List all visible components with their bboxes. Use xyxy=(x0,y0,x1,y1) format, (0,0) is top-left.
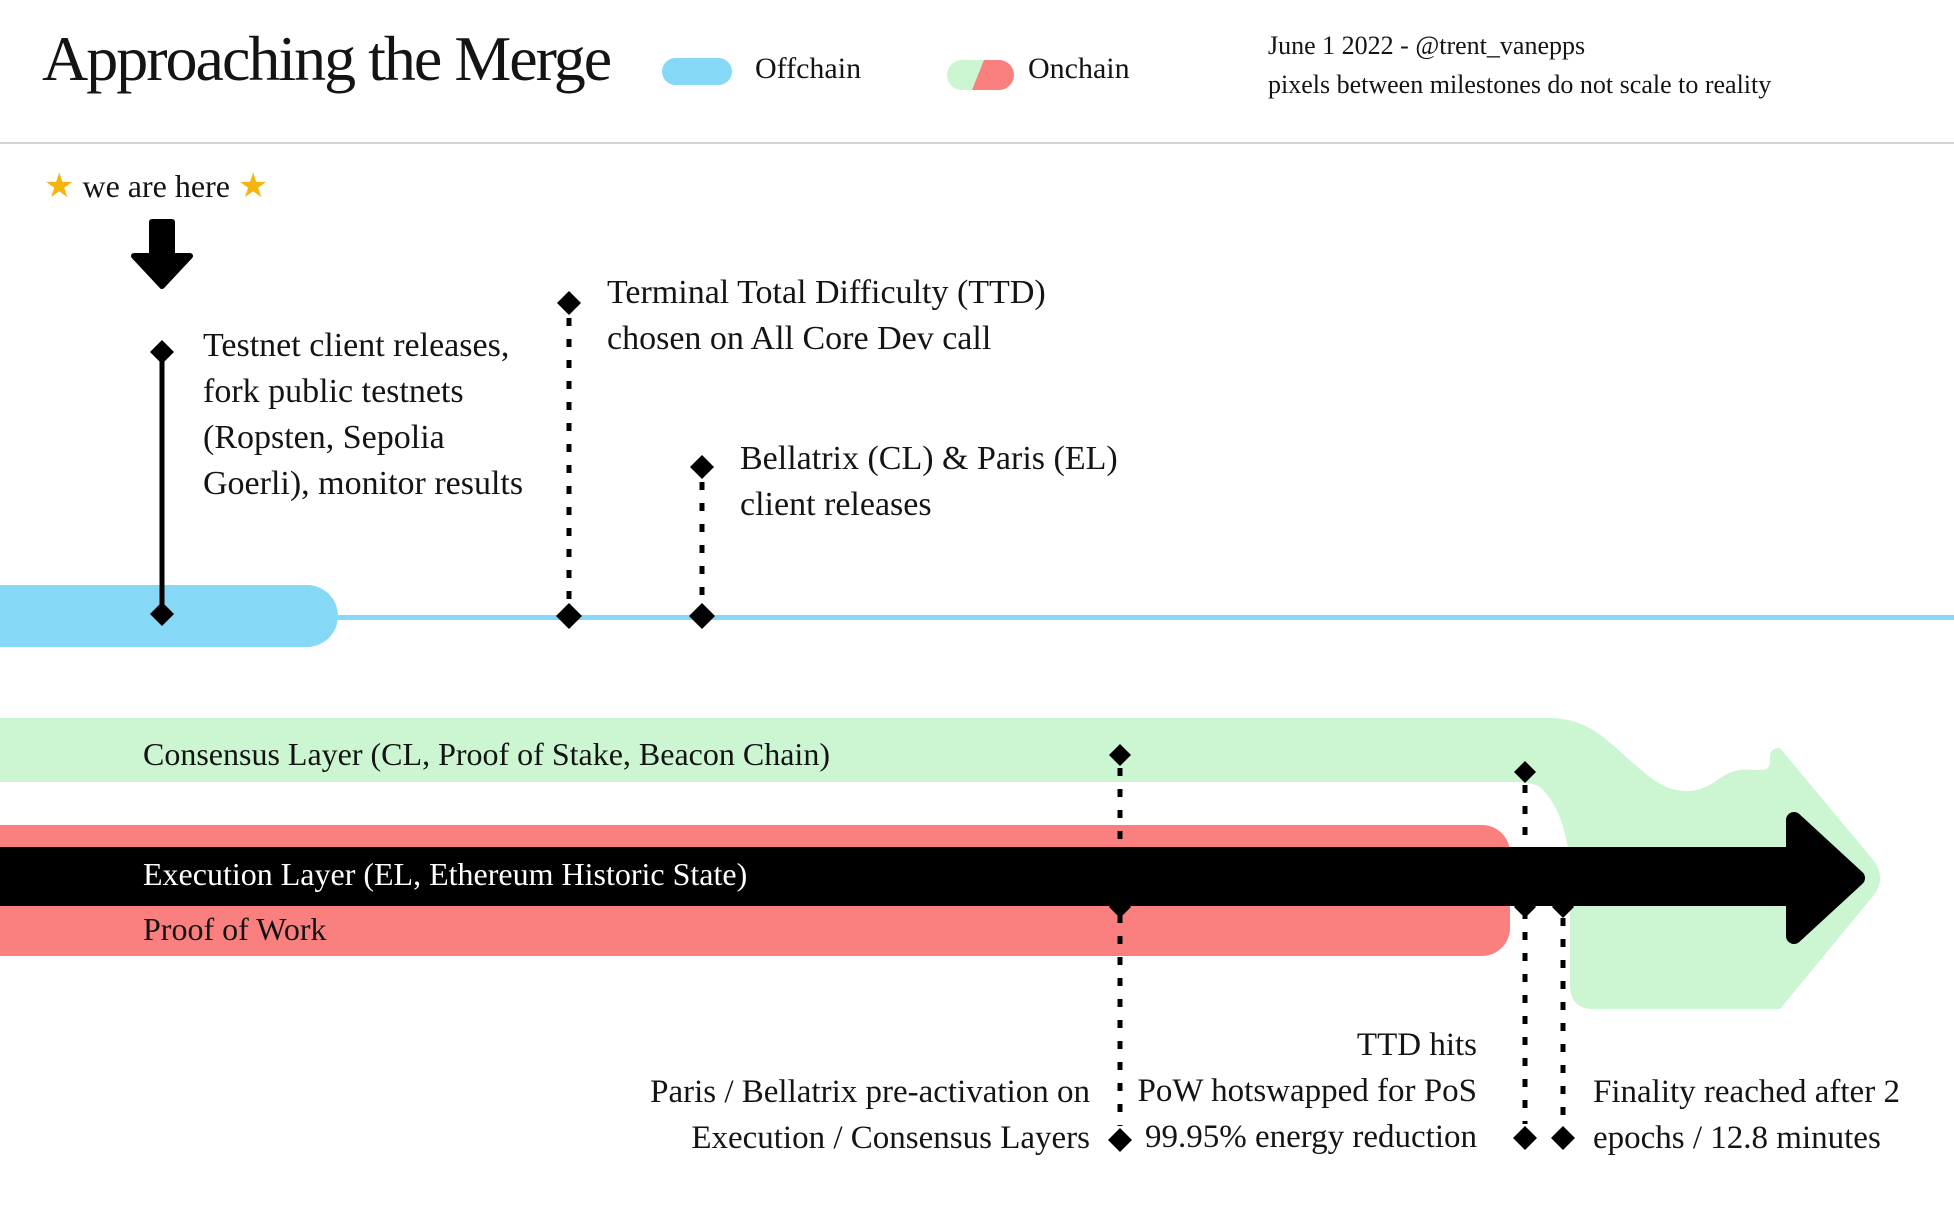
milestone-preactivation-label: Paris / Bellatrix pre-activation on Exec… xyxy=(440,1069,1090,1161)
milestone-clients-line1: Bellatrix (CL) & Paris (EL) xyxy=(740,440,1118,477)
milestone-ttd-chosen-diamond-top xyxy=(557,291,581,315)
star-icon: ★ xyxy=(237,168,269,205)
milestone-testnets-diamond-top xyxy=(150,340,174,364)
milestone-ttd-hits-label: TTD hits PoW hotswapped for PoS 99.95% e… xyxy=(877,1022,1477,1160)
we-are-here-label: ★ we are here ★ xyxy=(44,166,268,206)
milestone-testnets-label: Testnet client releases, fork public tes… xyxy=(203,323,523,507)
milestone-clients-diamond-top xyxy=(690,455,714,479)
milestone-testnets-diamond-bottom xyxy=(150,602,174,626)
milestone-finality-diamond-label xyxy=(1551,1126,1575,1150)
execution-band xyxy=(0,847,1794,906)
milestone-ttd-hits-line2: PoW hotswapped for PoS xyxy=(1137,1073,1477,1109)
milestone-preactivation-line1: Paris / Bellatrix pre-activation on xyxy=(650,1074,1090,1110)
milestone-ttd-hits-diamond-label xyxy=(1513,1126,1537,1150)
milestone-clients-label: Bellatrix (CL) & Paris (EL) client relea… xyxy=(740,436,1118,528)
milestone-preactivation-line2: Execution / Consensus Layers xyxy=(691,1120,1090,1156)
milestone-ttd-chosen-label: Terminal Total Difficulty (TTD) chosen o… xyxy=(607,270,1046,362)
byline: June 1 2022 - @trent_vanepps pixels betw… xyxy=(1268,26,1771,104)
milestone-testnets-line4: Goerli), monitor results xyxy=(203,465,524,502)
milestone-finality-diamond-notch xyxy=(1552,896,1574,918)
milestone-finality-line2: epochs / 12.8 minutes xyxy=(1593,1120,1881,1156)
legend-onchain-label: Onchain xyxy=(1028,52,1130,85)
milestone-testnets-line1: Testnet client releases, xyxy=(203,327,510,364)
we-are-here-text: we are here xyxy=(82,168,230,204)
milestone-preactivation-diamond-notch xyxy=(1109,896,1131,918)
header-divider xyxy=(0,142,1954,144)
execution-arrowhead xyxy=(1786,812,1865,944)
milestone-preactivation-diamond-green xyxy=(1109,744,1131,766)
milestone-clients-line2: client releases xyxy=(740,486,932,523)
pow-band-label: Proof of Work xyxy=(143,911,327,947)
milestone-finality-line1: Finality reached after 2 xyxy=(1593,1074,1900,1110)
star-icon: ★ xyxy=(44,168,75,205)
offchain-track-line xyxy=(338,615,1954,620)
execution-band-label: Execution Layer (EL, Ethereum Historic S… xyxy=(143,856,748,892)
milestone-ttd-chosen-diamond-bottom xyxy=(556,603,582,629)
milestone-ttd-chosen-line2: chosen on All Core Dev call xyxy=(607,320,992,357)
legend-onchain-pill xyxy=(947,60,1014,90)
page-title: Approaching the Merge xyxy=(42,23,612,94)
byline-disclaimer: pixels between milestones do not scale t… xyxy=(1268,70,1772,99)
milestone-clients-diamond-bottom xyxy=(689,603,715,629)
milestone-ttd-hits-line1: TTD hits xyxy=(1356,1027,1477,1063)
milestone-ttd-hits-diamond-notch xyxy=(1514,896,1536,918)
milestone-ttd-hits-diamond-green xyxy=(1514,761,1536,783)
consensus-band-arrow xyxy=(0,718,1880,1009)
we-are-here-arrow-icon xyxy=(131,219,193,289)
milestone-preactivation-diamond-label xyxy=(1108,1128,1132,1152)
milestone-finality-label: Finality reached after 2 epochs / 12.8 m… xyxy=(1593,1069,1900,1161)
milestone-ttd-hits-line3: 99.95% energy reduction xyxy=(1144,1119,1477,1155)
milestone-testnets-line3: (Ropsten, Sepolia xyxy=(203,419,445,456)
milestone-ttd-chosen-line1: Terminal Total Difficulty (TTD) xyxy=(607,274,1046,311)
legend-offchain-label: Offchain xyxy=(755,52,862,85)
legend-offchain-pill xyxy=(662,58,732,85)
milestone-testnets-line2: fork public testnets xyxy=(203,373,464,410)
byline-date-author: June 1 2022 - @trent_vanepps xyxy=(1268,31,1586,60)
consensus-band-label: Consensus Layer (CL, Proof of Stake, Bea… xyxy=(143,736,830,772)
